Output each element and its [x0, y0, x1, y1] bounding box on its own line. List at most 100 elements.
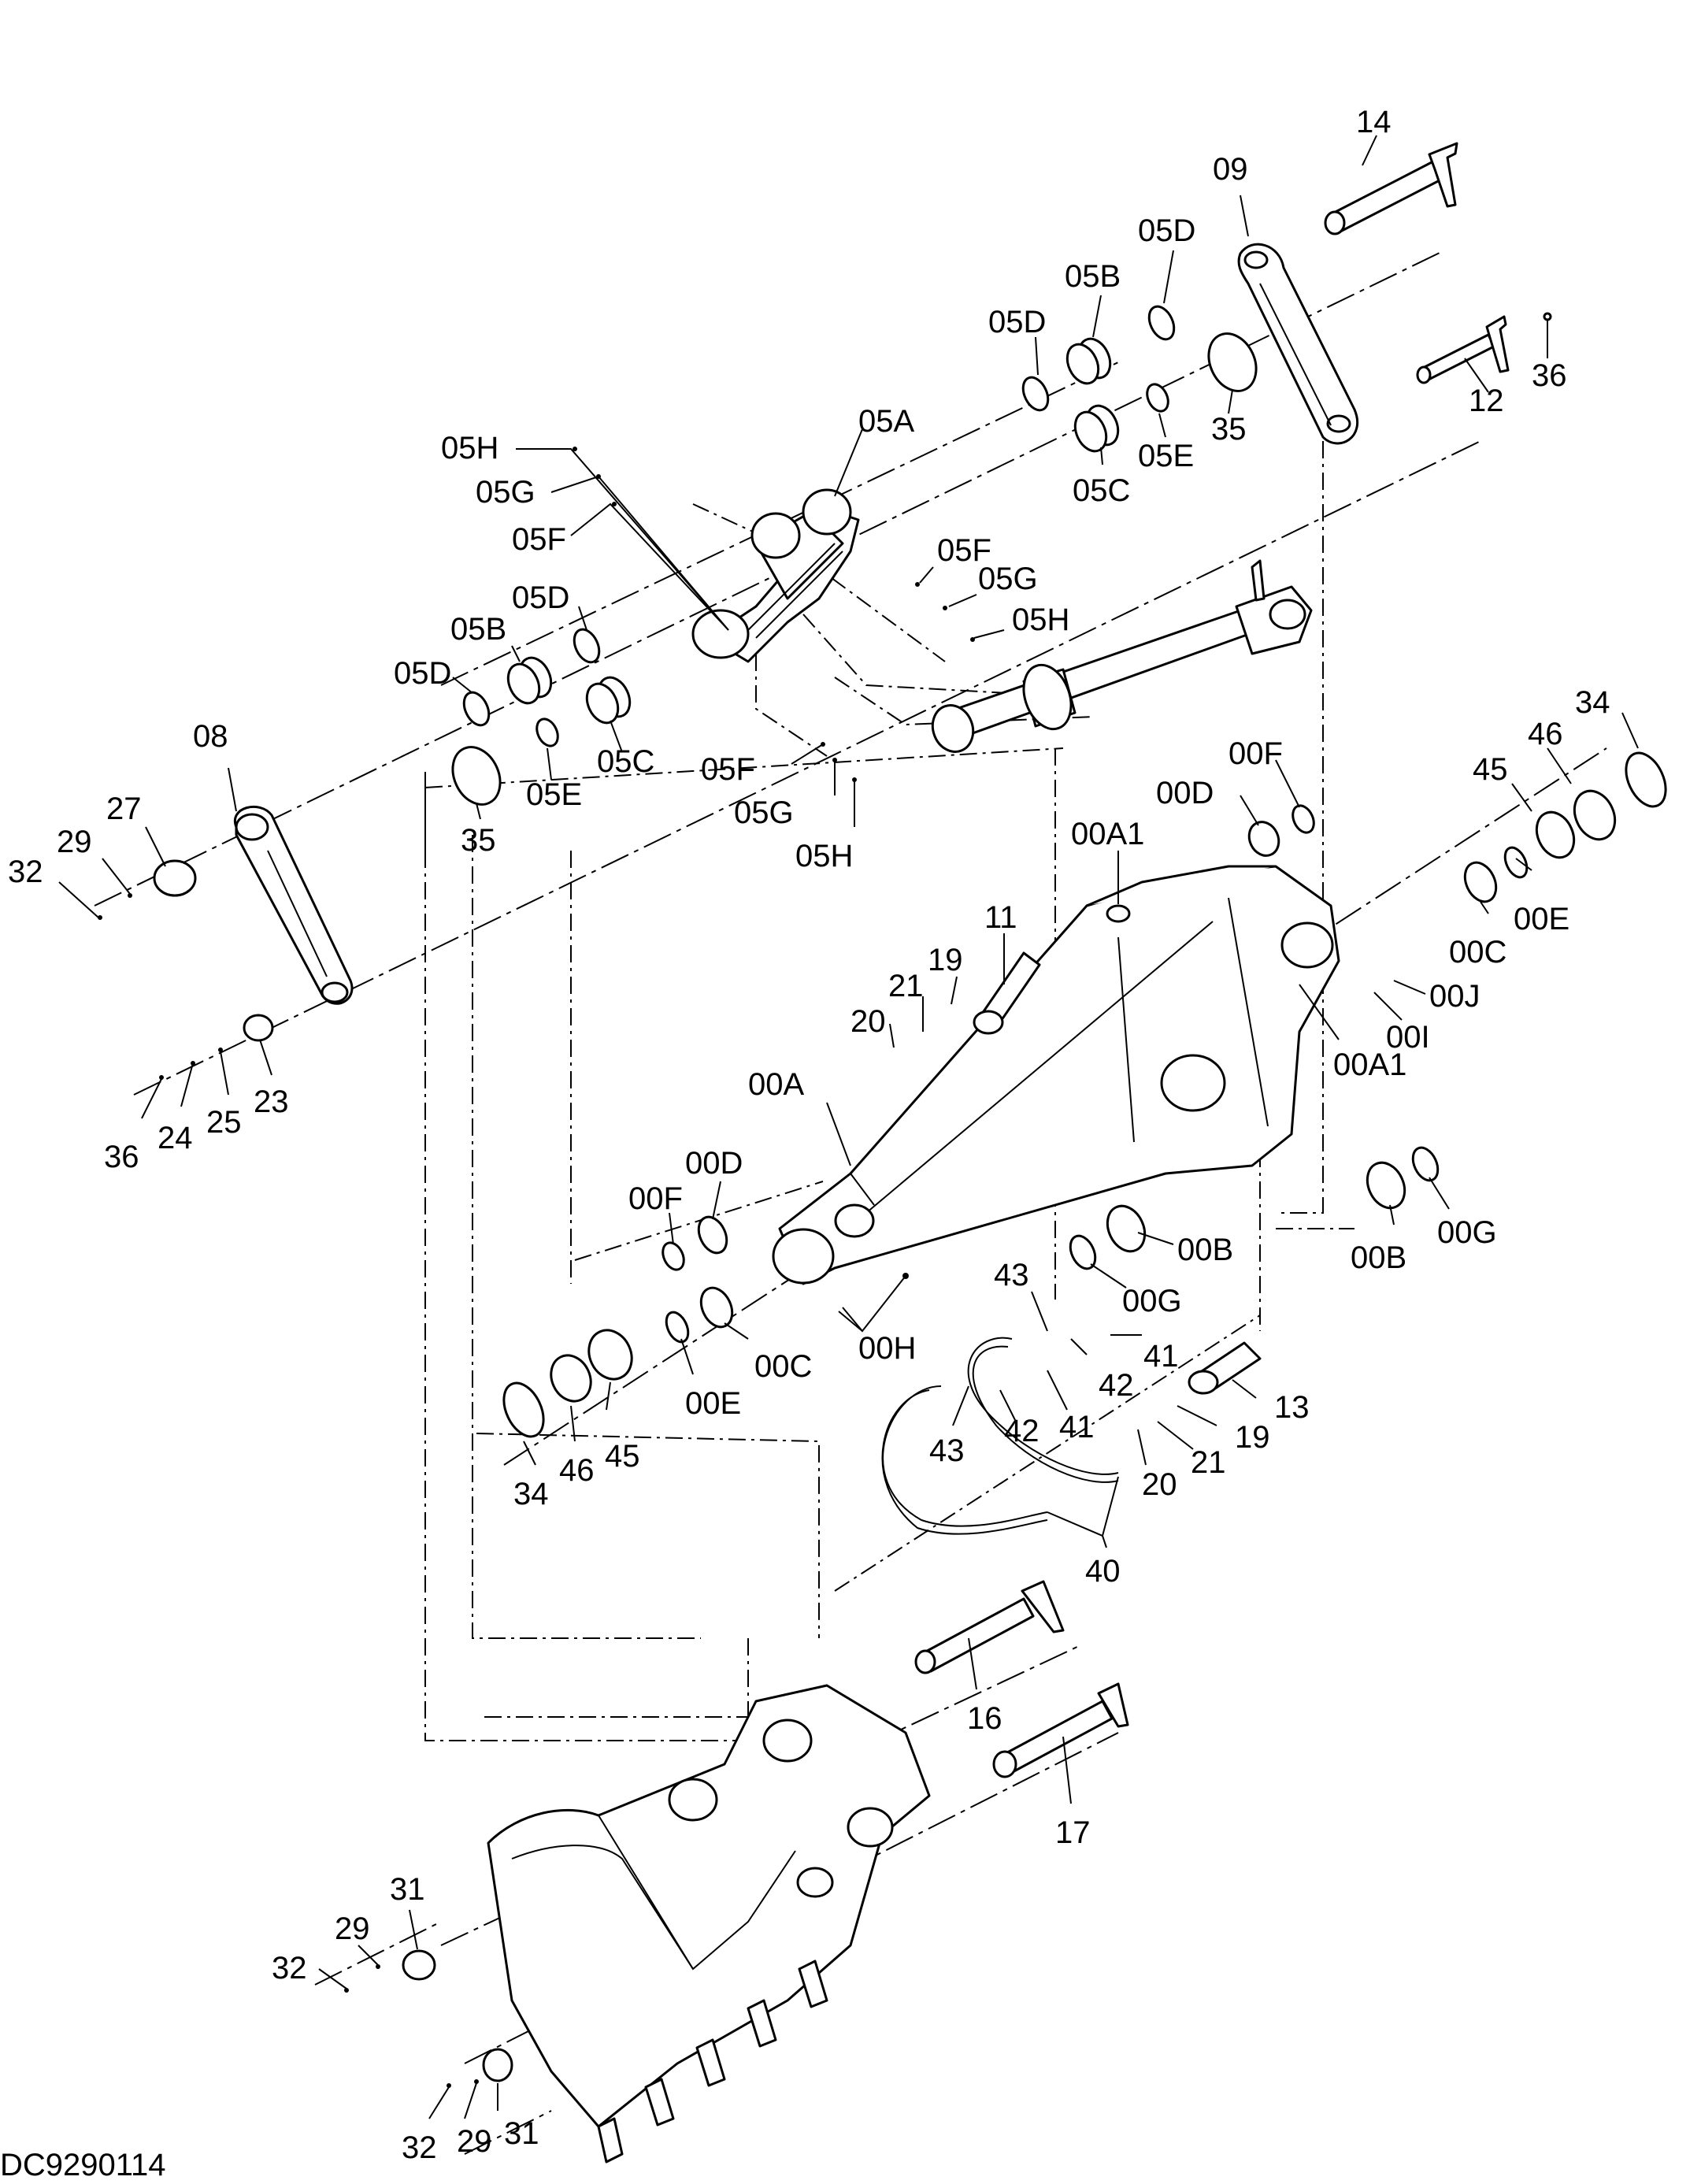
pin-12 [1416, 312, 1552, 384]
callout: 05C [597, 744, 654, 779]
arm-00A [772, 865, 1340, 1285]
callout: 00D [1156, 776, 1214, 810]
washer-27 [153, 859, 197, 897]
callout: 05D [988, 305, 1046, 339]
callout: 00B [1351, 1240, 1406, 1275]
pin-14 [1324, 142, 1458, 235]
callout: 35 [461, 823, 496, 858]
assembly-lines [424, 441, 1354, 1835]
callout: 32 [8, 855, 43, 889]
callout: 05H [795, 839, 853, 873]
callout: 16 [967, 1701, 1002, 1736]
leader-lines [58, 135, 1639, 2119]
callout: 05A [858, 404, 914, 439]
link-09 [1237, 243, 1359, 445]
callout: 00F [628, 1181, 683, 1216]
callout: 20 [850, 1004, 886, 1039]
pin-11 [973, 951, 1041, 1035]
callout: 19 [928, 943, 963, 977]
callout: 34 [1575, 685, 1610, 720]
callout: 31 [390, 1872, 425, 1907]
washer-31-upper [402, 1949, 436, 1981]
callout: 00E [685, 1386, 741, 1421]
callout: 29 [335, 1911, 370, 1946]
callout: 05G [978, 562, 1038, 596]
callout: 34 [513, 1477, 549, 1511]
callout: 00A1 [1071, 817, 1144, 851]
callout: 11 [984, 900, 1017, 935]
left-bushing-set [451, 628, 632, 806]
callout: 00G [1122, 1284, 1182, 1318]
callout: 13 [1274, 1390, 1310, 1425]
callout: 00J [1429, 979, 1480, 1014]
link-08 [233, 805, 354, 1005]
callout: 05G [476, 475, 536, 510]
pin-13 [1188, 1341, 1262, 1395]
callout: 42 [1099, 1368, 1134, 1403]
washer-31-lower [482, 2048, 513, 2082]
callout: 00C [754, 1349, 812, 1384]
callout: 36 [1532, 358, 1567, 393]
callout: 05E [1138, 439, 1194, 473]
callout: 05D [512, 580, 569, 615]
callout: 35 [1211, 412, 1247, 447]
callout: 00G [1437, 1215, 1497, 1250]
callout: 43 [994, 1258, 1029, 1292]
callout: 05D [394, 656, 451, 691]
callout: 00C [1449, 935, 1506, 970]
callout: 32 [272, 1951, 307, 1986]
bucket-cylinder [931, 559, 1313, 753]
callout: 25 [206, 1105, 242, 1140]
drawing-code: DC9290114 [0, 2148, 166, 2182]
callout: 21 [888, 969, 924, 1003]
callout: 09 [1213, 152, 1248, 187]
callout: 45 [605, 1439, 640, 1474]
callout: 00E [1514, 902, 1569, 936]
callout: 46 [559, 1453, 595, 1488]
callout: 05B [1065, 259, 1121, 294]
callout: 45 [1473, 752, 1508, 787]
callout: 24 [158, 1121, 193, 1155]
callout: 32 [402, 2130, 437, 2165]
callout: 00H [858, 1331, 916, 1366]
callout: 31 [504, 2116, 539, 2151]
callout: 00F [1228, 736, 1283, 771]
callout: 08 [193, 719, 228, 754]
washer-23 [243, 1014, 274, 1042]
callout: 05D [1138, 213, 1195, 248]
link-05A [691, 488, 860, 663]
callout: 41 [1143, 1339, 1179, 1374]
callout: 05C [1073, 473, 1130, 508]
callout: 05F [701, 752, 755, 787]
callout: 17 [1055, 1815, 1091, 1850]
callout: 40 [1085, 1554, 1121, 1589]
callout: 29 [57, 825, 92, 859]
callout: 00B [1177, 1233, 1233, 1267]
callout: 19 [1235, 1420, 1270, 1455]
pin-17 [992, 1682, 1129, 1778]
pin-16 [914, 1580, 1065, 1674]
callout: 29 [457, 2124, 492, 2159]
callout: 05H [1012, 603, 1069, 637]
callout-labels: 14 09 05D 05B 05D 12 36 35 05E 05C 05A 0… [8, 105, 1610, 2165]
callout: 05F [937, 533, 991, 568]
callout: 05E [526, 777, 582, 812]
upper-bushing-set [1021, 305, 1258, 453]
callout: 12 [1469, 384, 1504, 418]
callout: 00A1 [1333, 1048, 1406, 1082]
callout: 43 [929, 1433, 965, 1468]
callout: 00A [748, 1067, 804, 1102]
callout: 05F [512, 522, 566, 557]
callout: 14 [1356, 105, 1392, 139]
bucket [487, 1684, 931, 2164]
callout: 05H [441, 431, 498, 465]
callout: 27 [106, 792, 142, 826]
callout: 00D [685, 1146, 743, 1181]
callout: 41 [1059, 1410, 1095, 1444]
callout: 42 [1004, 1414, 1040, 1448]
callout: 23 [254, 1085, 289, 1119]
hoses-40 [881, 1337, 1119, 1535]
callout: 00I [1386, 1020, 1430, 1055]
callout: 05B [450, 612, 506, 647]
